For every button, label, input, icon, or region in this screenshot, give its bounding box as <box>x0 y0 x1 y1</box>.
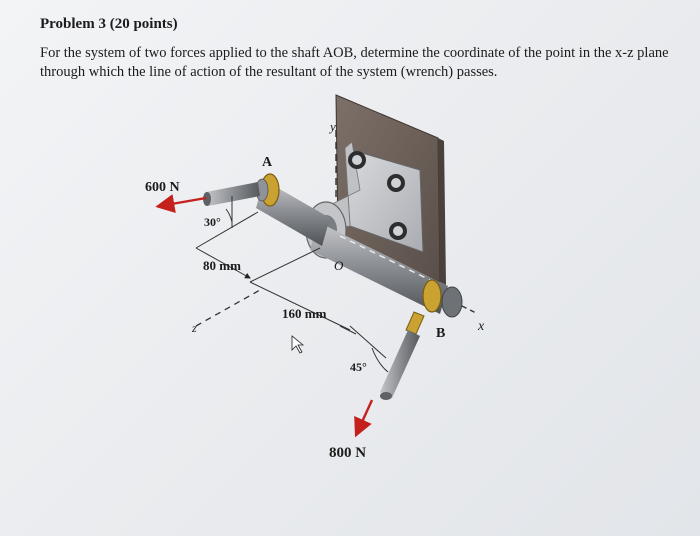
problem-statement: For the system of two forces applied to … <box>40 45 669 80</box>
dimension-80mm <box>195 211 259 279</box>
axis-z-label: z <box>191 321 197 335</box>
angle-a-label: 30° <box>204 215 221 229</box>
shaft-ob <box>310 222 463 318</box>
force-b-label: 800 N <box>329 445 366 461</box>
force-800n-arrow <box>354 399 374 438</box>
dim-a-label: 80 mm <box>203 258 241 273</box>
mouse-cursor-icon <box>291 335 305 354</box>
dimension-160mm <box>249 247 357 335</box>
axis-x-label: x <box>477 319 485 334</box>
angle-b-label: 45° <box>350 360 367 374</box>
point-o-label: O <box>334 258 344 273</box>
bolt-icons <box>348 151 407 240</box>
rod-a <box>203 182 260 206</box>
angle-b-marker <box>349 325 389 373</box>
problem-title: Problem 3 (20 points) <box>40 16 178 32</box>
force-a-label: 600 N <box>145 180 180 195</box>
point-b-label: B <box>436 326 445 341</box>
z-axis <box>195 289 261 327</box>
rod-b <box>380 330 420 400</box>
axis-y-label: y <box>328 119 336 134</box>
point-a-label: A <box>262 155 273 170</box>
x-axis <box>461 305 477 314</box>
dim-b-label: 160 mm <box>282 306 327 321</box>
force-600n-arrow <box>155 194 207 213</box>
angle-a-marker <box>225 196 233 228</box>
